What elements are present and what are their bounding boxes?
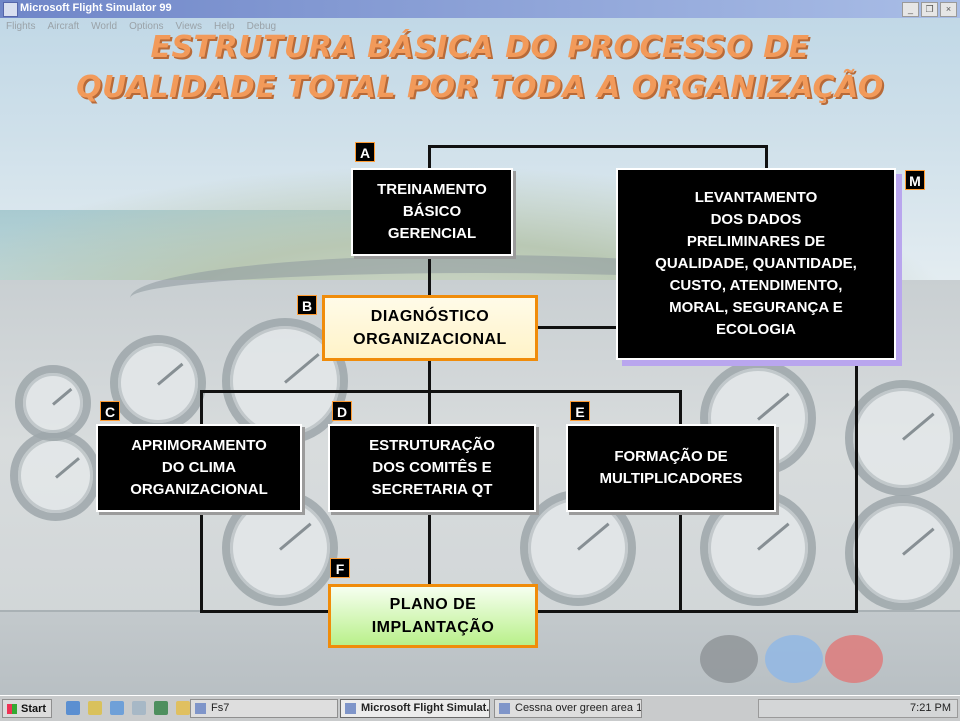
box-treinamento: TREINAMENTO BÁSICO GERENCIAL — [351, 168, 513, 256]
box-aprimoramento: APRIMORAMENTO DO CLIMA ORGANIZACIONAL — [96, 424, 302, 512]
task-fs7-label: Fs7 — [211, 702, 230, 714]
menu-world[interactable]: World — [91, 20, 118, 32]
box-b-text: DIAGNÓSTICO ORGANIZACIONAL — [353, 308, 507, 348]
folder-icon — [195, 703, 206, 714]
fuel-gauge — [10, 430, 101, 521]
menu-bar: Flights Aircraft World Options Views Hel… — [0, 18, 960, 34]
airplane-icon — [345, 703, 356, 714]
menu-options[interactable]: Options — [129, 20, 164, 32]
ie-icon[interactable] — [66, 701, 80, 715]
taskbar: Start Fs7 Microsoft Flight Simulat... Ce… — [0, 695, 960, 721]
rpm-gauge — [845, 495, 960, 611]
task-fs7[interactable]: Fs7 — [190, 699, 338, 718]
channels-icon[interactable] — [110, 701, 124, 715]
prop-knob — [765, 635, 823, 683]
document-icon — [499, 703, 510, 714]
menu-views[interactable]: Views — [175, 20, 203, 32]
app-icon — [3, 2, 18, 17]
tag-c: C — [100, 401, 120, 421]
connector-right-vertical — [765, 145, 768, 170]
throttle-knob — [700, 635, 758, 683]
clock: 7:21 PM — [910, 702, 951, 714]
tag-m: M — [905, 170, 925, 190]
task-flight-simulator-label: Microsoft Flight Simulat... — [361, 702, 490, 714]
tag-d: D — [332, 401, 352, 421]
box-levantamento: LEVANTAMENTO DOS DADOS PRELIMINARES DE Q… — [616, 168, 896, 360]
maximize-button[interactable]: ❐ — [921, 2, 938, 17]
clock-gauge — [110, 335, 206, 431]
edit-icon[interactable] — [132, 701, 146, 715]
connector-mid-horizontal — [200, 390, 682, 393]
window-controls: _ ❐ × — [902, 2, 957, 17]
tag-a: A — [355, 142, 375, 162]
close-button[interactable]: × — [940, 2, 957, 17]
menu-debug[interactable]: Debug — [246, 20, 277, 32]
task-flight-simulator[interactable]: Microsoft Flight Simulat... — [340, 699, 490, 718]
box-estruturacao: ESTRUTURAÇÃO DOS COMITÊS E SECRETARIA QT — [328, 424, 536, 512]
mixture-knob — [825, 635, 883, 683]
system-tray: 7:21 PM — [758, 699, 958, 718]
connector-bottom-right — [680, 610, 858, 613]
box-diagnostico: DIAGNÓSTICO ORGANIZACIONAL — [322, 295, 538, 361]
box-c-text: APRIMORAMENTO DO CLIMA ORGANIZACIONAL — [130, 437, 268, 498]
slide-title-line2: QUALIDADE TOTAL POR TODA A ORGANIZAÇÃO — [76, 70, 884, 105]
task-cessna[interactable]: Cessna over green area 1... — [494, 699, 642, 718]
connector-left-vertical — [428, 145, 431, 595]
box-d-text: ESTRUTURAÇÃO DOS COMITÊS E SECRETARIA QT — [369, 437, 495, 498]
box-a-text: TREINAMENTO BÁSICO GERENCIAL — [377, 181, 487, 242]
tag-e: E — [570, 401, 590, 421]
connector-m-down — [855, 360, 858, 612]
connector-b-m — [536, 326, 618, 329]
tag-f: F — [330, 558, 350, 578]
window-title: Microsoft Flight Simulator 99 — [20, 2, 172, 14]
outlook-icon[interactable] — [88, 701, 102, 715]
minimize-button[interactable]: _ — [902, 2, 919, 17]
box-formacao: FORMAÇÃO DE MULTIPLICADORES — [566, 424, 776, 512]
box-m-text: LEVANTAMENTO DOS DADOS PRELIMINARES DE Q… — [655, 189, 857, 338]
start-button[interactable]: Start — [2, 699, 52, 718]
menu-flights[interactable]: Flights — [6, 20, 36, 32]
desktop-icon[interactable] — [154, 701, 168, 715]
box-f-text: PLANO DE IMPLANTAÇÃO — [371, 596, 495, 636]
tag-b: B — [297, 295, 317, 315]
slide-title-line1: ESTRUTURA BÁSICA DO PROCESSO DE — [150, 30, 810, 65]
connector-top-horizontal — [428, 145, 768, 148]
folder-icon[interactable] — [176, 701, 190, 715]
box-plano: PLANO DE IMPLANTAÇÃO — [328, 584, 538, 648]
task-cessna-label: Cessna over green area 1... — [515, 702, 642, 714]
menu-aircraft[interactable]: Aircraft — [47, 20, 80, 32]
chronometer-gauge — [15, 365, 91, 441]
menu-help[interactable]: Help — [214, 20, 235, 32]
slide-title: ESTRUTURA BÁSICA DO PROCESSO DE QUALIDAD… — [20, 28, 940, 108]
box-e-text: FORMAÇÃO DE MULTIPLICADORES — [599, 448, 743, 487]
heading-gauge — [845, 380, 960, 496]
window-titlebar: Microsoft Flight Simulator 99 _ ❐ × — [0, 0, 960, 18]
